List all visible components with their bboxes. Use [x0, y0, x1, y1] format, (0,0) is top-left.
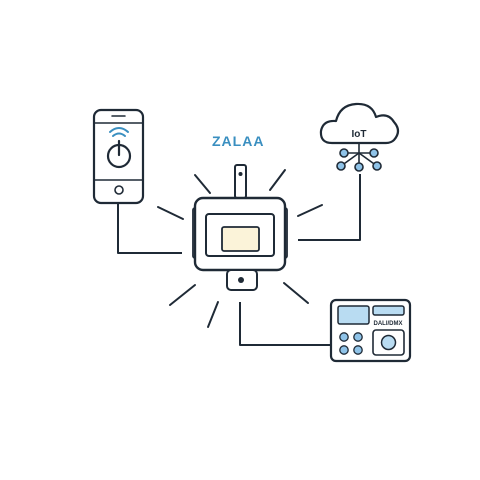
light-rays — [157, 169, 323, 328]
control-panel-icon: DALI/DMX — [329, 298, 412, 363]
wifi-icon — [109, 127, 129, 137]
light-ray — [194, 174, 211, 194]
control-buttons — [339, 332, 363, 355]
light-ray — [297, 204, 323, 217]
light-to-controller-line — [239, 302, 331, 346]
power-icon — [106, 139, 132, 169]
dial-knob — [380, 334, 397, 351]
light-ray — [169, 284, 196, 306]
smartphone-icon — [92, 108, 145, 205]
light-ray — [283, 282, 309, 304]
controller-label: DALI/DMX — [374, 321, 403, 327]
brand-title: ZALAA — [212, 133, 265, 149]
light-ray — [207, 301, 219, 328]
cloud-label: IoT — [352, 129, 367, 140]
phone-to-light-line — [117, 203, 182, 254]
floodlight-icon — [192, 164, 288, 291]
network-nodes — [336, 144, 382, 172]
connection-lines — [117, 174, 361, 346]
cloud-to-light-line — [298, 174, 361, 241]
cloud-network-icon: IoT — [319, 102, 400, 172]
light-ray — [157, 206, 184, 220]
light-ray — [269, 169, 286, 191]
